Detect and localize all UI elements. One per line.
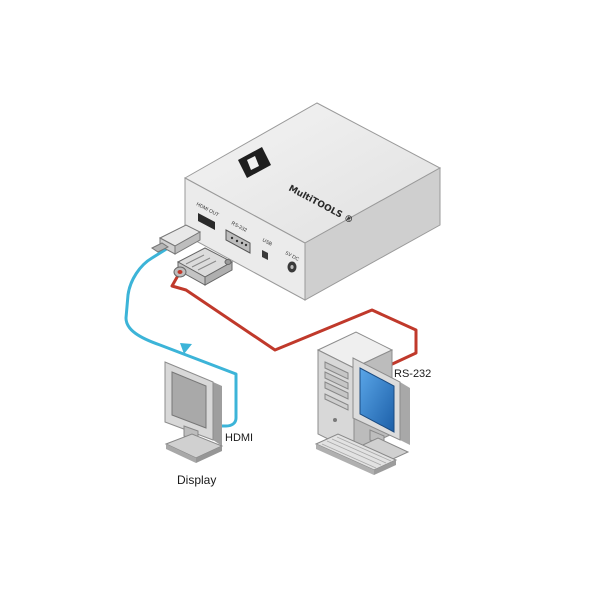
rs232-plug [173,247,234,286]
usb-port[interactable] [262,250,268,260]
keyboard [314,433,398,475]
port-label-usb: USB [261,237,273,247]
device-front-face [184,177,306,301]
power-jack[interactable] [287,261,297,273]
rs232-cable [170,247,418,368]
rs232-label: RS-232 [394,368,431,380]
kramer-logo [238,147,271,178]
hdmi-out-port[interactable] [198,213,215,230]
pc-monitor-screen [359,367,395,433]
display-label: Display [177,473,216,487]
pc-monitor [350,357,410,465]
rs232-port[interactable] [225,229,251,254]
hdmi-arrow-icon [180,343,192,354]
display-monitor [164,361,224,463]
display-screen [171,371,207,429]
hdmi-cable [124,224,238,428]
hdmi-label: HDMI [225,432,253,444]
multitools-device: MultiTOOLS ® HDMI OUT RS-232 USB 5V DC [183,102,442,301]
hdmi-plug [151,224,202,255]
